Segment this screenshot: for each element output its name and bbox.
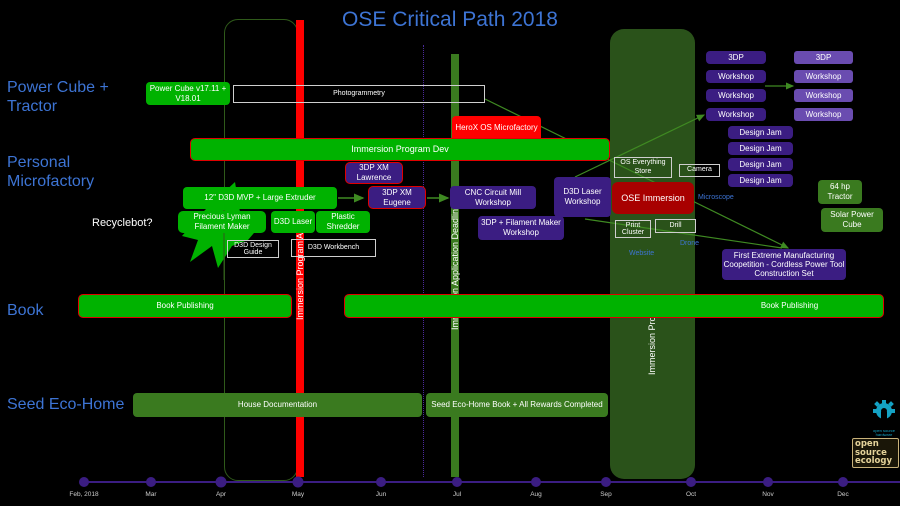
timeline-month-label: Jul <box>452 491 462 498</box>
workshop-left-item[interactable]: Workshop <box>706 70 766 83</box>
task-immersion-dev[interactable]: Immersion Program Dev <box>190 138 610 161</box>
timeline-month-label: Jun <box>375 491 387 498</box>
task-drill[interactable]: Drill <box>655 219 696 233</box>
timeline-month-dot <box>146 477 156 487</box>
task-camera[interactable]: Camera <box>679 164 720 177</box>
task-book-publishing-1[interactable]: Book Publishing <box>78 294 292 318</box>
arrow-laser-workshop-to-workshop <box>574 114 706 178</box>
timeline-month-dot <box>838 477 848 487</box>
task-herox[interactable]: HeroX OS Microfactory <box>452 116 541 140</box>
task-book-publishing-2-bar[interactable] <box>344 294 884 318</box>
task-seed-book[interactable]: Seed Eco-Home Book + All Rewards Complet… <box>426 393 608 417</box>
design-jam-item[interactable]: Design Jam <box>728 174 793 187</box>
page-title: OSE Critical Path 2018 <box>342 8 558 31</box>
timeline-month-label: Sep <box>600 491 612 498</box>
timeline-month-dot <box>292 476 304 488</box>
note-microscope: Microscope <box>698 194 734 201</box>
task-xm-eugene[interactable]: 3DP XM Eugene <box>368 186 426 209</box>
note-website: Website <box>629 250 655 257</box>
workshop-right-item[interactable]: 3DP <box>794 51 853 64</box>
oshw-logo: open source hardware <box>868 400 900 437</box>
timeline-month-label: Dec <box>837 491 849 498</box>
note-drone: Drone <box>680 240 700 247</box>
timeline-month-label: May <box>291 491 305 498</box>
timeline-month-label: Aug <box>530 491 542 498</box>
arrow-filament-to-extreme <box>584 218 783 249</box>
timeline-month-label: Mar <box>145 491 157 498</box>
timeline-month-dot <box>79 477 89 487</box>
task-d3d-laser-workshop[interactable]: D3D Laser Workshop <box>554 177 611 217</box>
timeline-month-dot <box>531 477 541 487</box>
design-jam-item[interactable]: Design Jam <box>728 126 793 139</box>
timeline-month-dot <box>215 476 227 488</box>
timeline-month-label: Apr <box>215 491 227 498</box>
task-first-extreme[interactable]: First Extreme Manufacturing Coopetition … <box>722 249 846 280</box>
gear-icon <box>873 400 895 422</box>
application-deadline-marker <box>451 54 459 477</box>
design-jam-column: Design Jam Design Jam Design Jam Design … <box>728 126 793 187</box>
task-d3d-mvp[interactable]: 12" D3D MVP + Large Extruder <box>183 187 337 209</box>
design-jam-item[interactable]: Design Jam <box>728 142 793 155</box>
timeline-month-dot <box>601 477 611 487</box>
timeline-month-dot <box>763 477 773 487</box>
task-print-cluster[interactable]: Print Cluster <box>615 220 651 238</box>
workshop-right-item[interactable]: Workshop <box>794 70 853 83</box>
workshop-right-item[interactable]: Workshop <box>794 89 853 102</box>
row-label-book: Book <box>7 302 44 319</box>
task-d3d-laser[interactable]: D3D Laser <box>271 211 315 233</box>
task-cnc-workshop[interactable]: CNC Circuit Mill Workshop <box>450 186 536 209</box>
workshop-left-item[interactable]: 3DP <box>706 51 766 64</box>
task-filament-workshop[interactable]: 3DP + Filament Maker Workshop <box>478 216 564 240</box>
ose-logo-text: open source ecology <box>855 439 893 466</box>
task-ose-immersion[interactable]: OSE Immersion <box>612 182 694 214</box>
task-precious-lyman[interactable]: Precious Lyman Filament Maker <box>178 211 266 233</box>
timeline-month-label: Feb, 2018 <box>69 491 99 498</box>
timeline-month-label: Oct <box>685 491 697 498</box>
task-recyclebot: Recyclebot? <box>92 217 153 229</box>
task-os-everything-store[interactable]: OS Everything Store <box>614 157 672 178</box>
task-plastic-shredder[interactable]: Plastic Shredder <box>316 211 370 233</box>
design-jam-item[interactable]: Design Jam <box>728 158 793 171</box>
task-d3d-workbench[interactable]: D3D Workbench <box>291 239 376 257</box>
oshw-logo-text: open source hardware <box>872 428 895 437</box>
ose-logo: open source ecology <box>852 438 899 468</box>
dotted-marker-line <box>423 45 424 477</box>
workshops-right-column: 3DP Workshop Workshop Workshop <box>794 51 853 121</box>
task-photogrammetry[interactable]: Photogrammetry <box>233 85 485 103</box>
task-solar-power-cube[interactable]: Solar Power Cube <box>821 208 883 232</box>
immersion-program-a-marker <box>296 20 304 477</box>
task-house-documentation[interactable]: House Documentation <box>133 393 422 417</box>
timeline-month-dot <box>686 477 696 487</box>
timeline-month-dot <box>452 477 462 487</box>
timeline-month-dot <box>376 477 386 487</box>
workshop-right-item[interactable]: Workshop <box>794 108 853 121</box>
task-book-publishing-2: Book Publishing <box>760 301 819 311</box>
workshops-left-column: 3DP Workshop Workshop Workshop <box>706 51 766 121</box>
row-label-microfactory: Personal Microfactory <box>7 154 95 190</box>
row-label-seed: Seed Eco-Home <box>7 396 125 413</box>
task-xm-lawrence[interactable]: 3DP XM Lawrence <box>345 162 403 184</box>
task-d3d-design-guide[interactable]: D3D Design Guide <box>227 240 279 258</box>
workshop-left-item[interactable]: Workshop <box>706 89 766 102</box>
row-label-power-cube: Power Cube + Tractor <box>7 79 109 115</box>
workshop-left-item[interactable]: Workshop <box>706 108 766 121</box>
timeline-month-label: Nov <box>762 491 774 498</box>
task-64hp-tractor[interactable]: 64 hp Tractor <box>818 180 862 204</box>
task-power-cube[interactable]: Power Cube v17.11 + V18.01 <box>146 82 230 105</box>
immersion-program-column <box>610 29 695 479</box>
